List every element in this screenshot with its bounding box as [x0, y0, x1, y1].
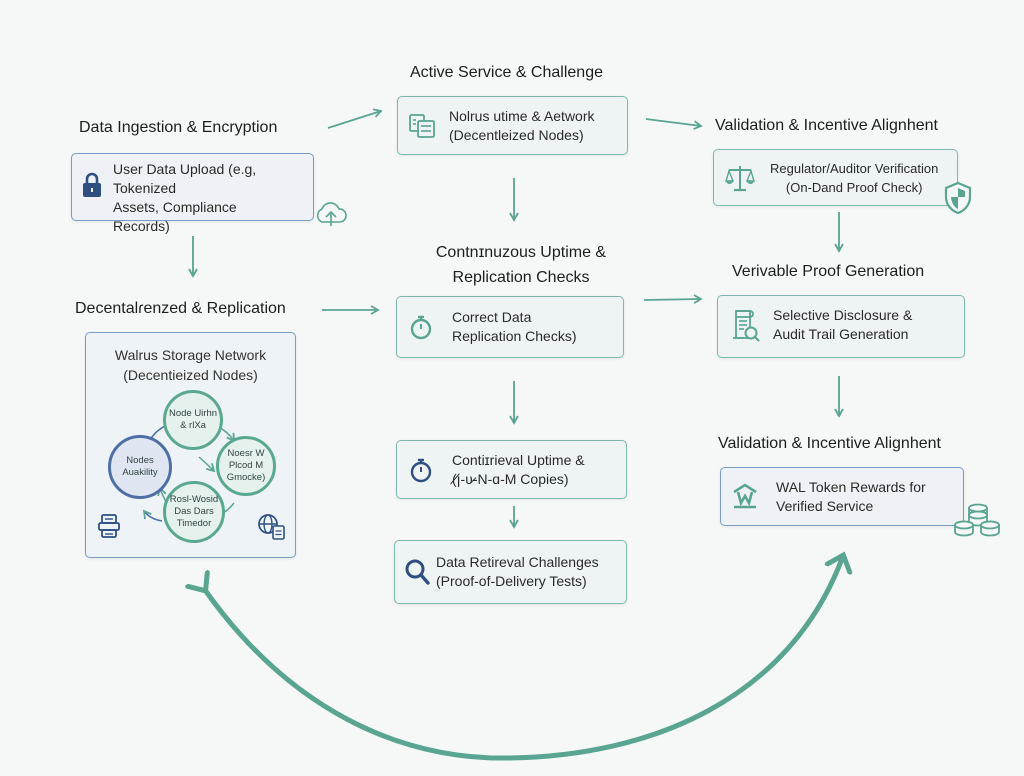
uptime-copies-line-2: (ꞁ̸-ʋ̷-N-ɑ-M Copies)	[452, 471, 569, 487]
replication-title: Decentalɾenzed & Replication	[75, 300, 286, 317]
arrow-ingest-to-service	[327, 108, 383, 129]
network-node-uptime[interactable]: Node Uirhn & rlXa	[163, 390, 223, 450]
uptime-copies-line-1: Contiɪrieval Uptime &	[452, 452, 585, 468]
feedback-loop-arrow	[205, 556, 843, 761]
replication-line-2: Replication Checks)	[452, 328, 577, 344]
wal-line-1: WAL Token Rewards for	[776, 479, 926, 495]
retrieval-challenges-box[interactable]: Data Retireval Challenges (Proof-of-Deli…	[394, 540, 627, 604]
globe-document-icon	[258, 514, 285, 540]
disclosure-line-1: Selective Disclosure &	[773, 307, 913, 323]
upload-line-3: Records)	[113, 218, 170, 234]
retrieval-line-2: (Proof-of-Delivery Tests)	[436, 573, 587, 589]
server-icon	[98, 514, 120, 538]
regulator-line-2: (On-Dand Proof Check)	[785, 180, 923, 195]
walrus-network-box[interactable]: Nolrus utime & Aetwork (Decentleized Nod…	[397, 96, 628, 155]
network-title-line-2: (Decentieized Nodes)	[123, 367, 258, 383]
validation-title: Validation & Incentive Alignhent	[715, 117, 938, 134]
magnifier-icon	[405, 559, 430, 585]
replication-checks-box[interactable]: Correct Data Replication Checks)	[396, 296, 624, 358]
retrieval-line-1: Data Retireval Challenges	[436, 554, 599, 570]
upload-line-2: Assets, Compliance	[113, 199, 237, 215]
walrus-line-2: (Decentleized Nodes)	[449, 127, 584, 143]
cloud-upload-icon	[316, 202, 347, 226]
scales-icon	[725, 166, 755, 192]
network-node-availability[interactable]: Nodes Auakility	[108, 435, 172, 499]
proof-generation-title: Verivable Proof Generation	[732, 263, 925, 280]
token-house-icon	[733, 483, 757, 509]
regulator-verification-box[interactable]: Regulator/Auditor Verification (On-Dand …	[713, 149, 958, 206]
selective-disclosure-box[interactable]: Selective Disclosure & Audit Trail Gener…	[717, 295, 965, 358]
network-box[interactable]: Walrus Storage Network (Decentieized Nod…	[85, 332, 296, 558]
upload-box[interactable]: User Data Upload (e.g, Tokenized Assets,…	[71, 153, 314, 234]
ingestion-title: Data Ingestion & Encryption	[79, 119, 278, 136]
upload-line-1: User Data Upload (e.g, Tokenized	[113, 161, 257, 196]
scroll-search-icon	[733, 310, 760, 342]
continuous-uptime-title: Contnɪnuzous Uptime & Replication Checks	[435, 244, 607, 286]
network-title-line-1: Walrus Storage Network	[114, 347, 267, 363]
lock-icon	[83, 172, 101, 197]
replication-line-1: Correct Data	[452, 309, 532, 325]
network-node-proof[interactable]: Noesr W Plcod M Gmocke)	[216, 436, 276, 496]
walrus-line-1: Nolrus utime & Aetwork	[449, 108, 595, 124]
network-node-data-transfer[interactable]: Rosl-Wosid Das Dars Timedor	[163, 481, 225, 543]
wal-token-rewards-box[interactable]: WAL Token Rewards for Verified Service	[720, 467, 964, 526]
wal-line-2: Verified Service	[776, 498, 874, 514]
disclosure-line-2: Audit Trail Generation	[773, 326, 909, 342]
uptime-copies-box[interactable]: Contiɪrieval Uptime & (ꞁ̸-ʋ̷-N-ɑ-M Copie…	[396, 440, 627, 499]
arrow-service-to-validation	[645, 118, 703, 130]
document-stack-icon	[409, 114, 435, 138]
regulator-line-1: Regulator/Auditor Verification	[770, 161, 939, 176]
shield-icon	[944, 181, 972, 215]
stopwatch-icon	[410, 315, 432, 340]
stopwatch-icon	[410, 458, 432, 483]
incentive-alignment-title: Validation & Incentive Alignhent	[718, 435, 941, 452]
service-title: Active Service & Challenge	[410, 64, 603, 81]
coins-stack-icon	[954, 503, 1000, 537]
arrow-checks-to-proof	[643, 294, 703, 304]
